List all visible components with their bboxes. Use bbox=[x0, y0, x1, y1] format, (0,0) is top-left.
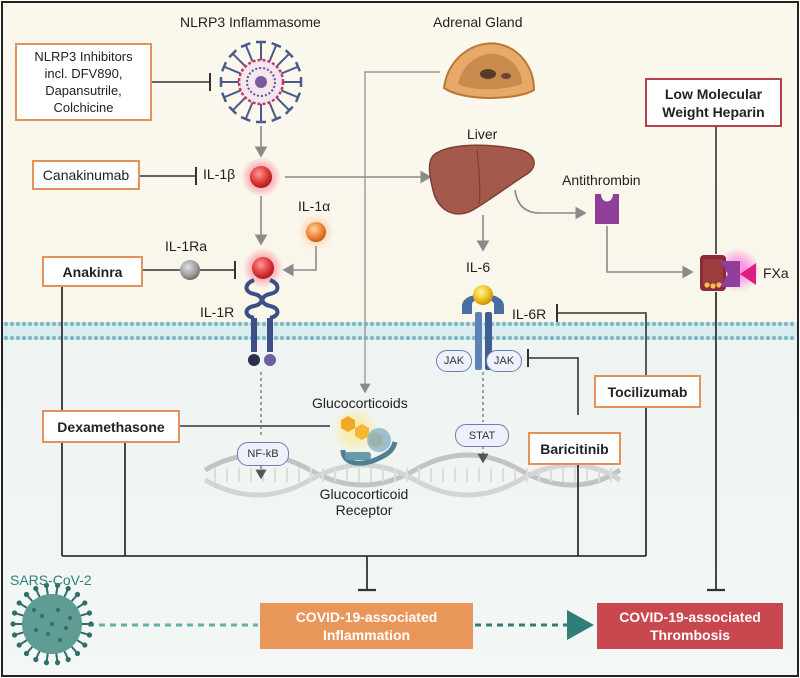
il1r-receptor bbox=[243, 248, 283, 366]
adrenal-gland-icon bbox=[442, 42, 536, 99]
jak-left-pill: JAK bbox=[436, 350, 472, 372]
glucocorticoid-receptor-line2: Receptor bbox=[335, 502, 393, 518]
il1ra-molecule bbox=[180, 260, 200, 280]
nlrp3-inhibitors-line3: Dapansutrile, bbox=[45, 83, 122, 98]
fxa-label: FXa bbox=[763, 265, 789, 281]
thrombosis-outcome-box: COVID-19-associated Thrombosis bbox=[597, 603, 783, 649]
il1r-label: IL-1R bbox=[200, 304, 235, 320]
lmwh-box: Low Molecular Weight Heparin bbox=[645, 78, 782, 127]
inflammation-line1: COVID-19-associated bbox=[295, 609, 438, 625]
sars-cov-2-label: SARS-CoV-2 bbox=[10, 572, 92, 588]
inflammation-line2: Inflammation bbox=[322, 627, 411, 643]
lmwh-line1: Low Molecular bbox=[664, 85, 763, 102]
sars-cov-2-virus-icon bbox=[10, 582, 94, 666]
tocilizumab-inhibition-line bbox=[557, 312, 647, 376]
nlrp3-inhibitors-line2: incl. DFV890, bbox=[44, 66, 123, 81]
baricitinib-inhibition-line bbox=[528, 357, 579, 415]
antithrombin-icon bbox=[595, 194, 619, 224]
convergence-bracket bbox=[61, 287, 647, 592]
il1a-label: IL-1α bbox=[298, 198, 331, 214]
il6r-label: IL-6R bbox=[512, 306, 547, 322]
canakinumab-box: Canakinumab bbox=[32, 160, 140, 190]
nlrp3-inflammasome-label: NLRP3 Inflammasome bbox=[180, 14, 321, 30]
stat-pill: STAT bbox=[455, 424, 509, 447]
nlrp3-inflammasome-icon bbox=[219, 40, 303, 124]
glucocorticoid-receptor-icon bbox=[331, 406, 398, 466]
arrow-antithrombin-fxa bbox=[606, 226, 694, 279]
inflammation-outcome-box: COVID-19-associated Inflammation bbox=[260, 603, 473, 649]
il6-label: IL-6 bbox=[466, 259, 491, 275]
glucocorticoid-receptor-line1: Glucocorticoid bbox=[319, 486, 409, 502]
thrombosis-line2: Thrombosis bbox=[649, 627, 731, 643]
nlrp3-inhibitors-box: NLRP3 Inhibitors incl. DFV890, Dapansutr… bbox=[15, 43, 152, 121]
il1b-molecule bbox=[241, 157, 281, 197]
glucocorticoids-label: Glucocorticoids bbox=[312, 395, 408, 411]
liver-icon bbox=[428, 144, 535, 215]
thrombosis-line1: COVID-19-associated bbox=[619, 609, 761, 625]
lmwh-line2: Weight Heparin bbox=[662, 103, 765, 120]
anakinra-box: Anakinra bbox=[42, 256, 143, 287]
antithrombin-label: Antithrombin bbox=[562, 172, 641, 188]
nlrp3-inhibitors-line4: Colchicine bbox=[53, 100, 114, 115]
arrow-il1a-receptor bbox=[282, 246, 317, 277]
glucocorticoid-receptor-label: Glucocorticoid Receptor bbox=[314, 486, 414, 518]
nlrp3-inhibitors-line1: NLRP3 Inhibitors bbox=[34, 49, 133, 64]
cell-membrane bbox=[3, 321, 797, 341]
tocilizumab-box: Tocilizumab bbox=[594, 375, 701, 408]
baricitinib-box: Baricitinib bbox=[528, 432, 621, 465]
arrow-liver-antithrombin bbox=[514, 189, 587, 220]
nfkb-pill: NF-kB bbox=[237, 442, 289, 466]
adrenal-gland-label: Adrenal Gland bbox=[433, 14, 523, 30]
il1ra-label: IL-1Ra bbox=[165, 238, 208, 254]
jak-right-pill: JAK bbox=[486, 350, 522, 372]
arrow-adrenal-glucocorticoids bbox=[359, 71, 440, 394]
il1b-label: IL-1β bbox=[203, 166, 236, 182]
dexamethasone-box: Dexamethasone bbox=[42, 410, 180, 443]
liver-label: Liver bbox=[467, 126, 498, 142]
fxa-icon bbox=[700, 248, 760, 292]
il1a-molecule bbox=[298, 214, 334, 250]
